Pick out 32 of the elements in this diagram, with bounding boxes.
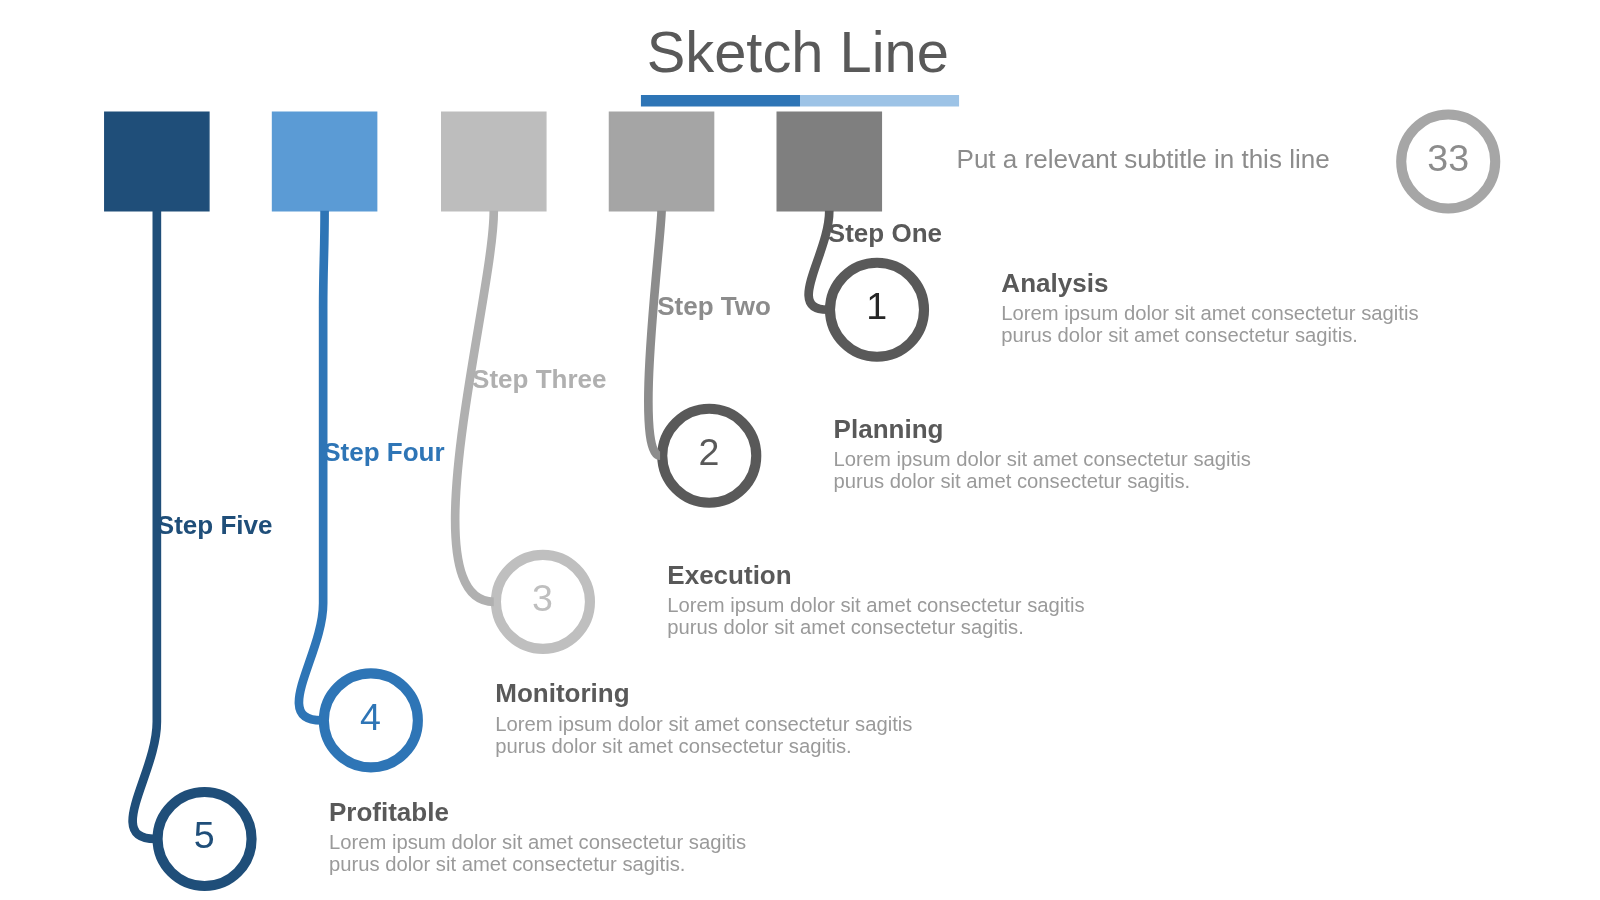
connector (128, 210, 162, 844)
node-circle: 1 (824, 257, 930, 362)
edge-label: Step Four (323, 436, 445, 467)
node-label: Analysis (1001, 267, 1109, 298)
connector (450, 210, 499, 606)
node-circle: 33 (1396, 109, 1501, 214)
node-box (608, 111, 715, 212)
node-label: Lorem ipsum dolor sit amet consectetur sagitis purus dolor sit amet consectetur sagitis. (495, 712, 913, 757)
connector (644, 210, 666, 460)
node-box (441, 111, 547, 212)
node-label: Planning (833, 413, 944, 444)
node-label: Lorem ipsum dolor sit amet consectetur sagitis purus dolor sit amet consectetur sagitis. (667, 594, 1085, 638)
node-circle: 5 (152, 786, 257, 892)
connector (294, 210, 329, 725)
edge-label: Step One (827, 217, 943, 248)
node-label: Execution (667, 559, 792, 590)
node-circle: 2 (657, 403, 762, 508)
node-circle: 4 (318, 668, 423, 773)
node-box (776, 111, 883, 212)
connector (804, 210, 834, 315)
edge-label: Step Three (472, 363, 607, 394)
node-label: Lorem ipsum dolor sit amet consectetur sagitis purus dolor sit amet consectetur sagitis. (328, 831, 747, 876)
node-circle: 3 (490, 549, 595, 654)
node-box (104, 111, 210, 212)
edge-label: Step Two (657, 290, 771, 321)
node-label: Lorem ipsum dolor sit amet consectetur sagitis purus dolor sit amet consectetur sagitis. (1001, 302, 1419, 346)
diagram-title: Sketch Line (646, 19, 949, 84)
node-label: Lorem ipsum dolor sit amet consectetur sagitis purus dolor sit amet consectetur sagitis. (833, 448, 1251, 492)
node-box (271, 111, 378, 212)
label: Put a relevant subtitle in this line (956, 143, 1330, 174)
node-label: Profitable (328, 796, 449, 827)
node-label: Monitoring (495, 678, 630, 709)
